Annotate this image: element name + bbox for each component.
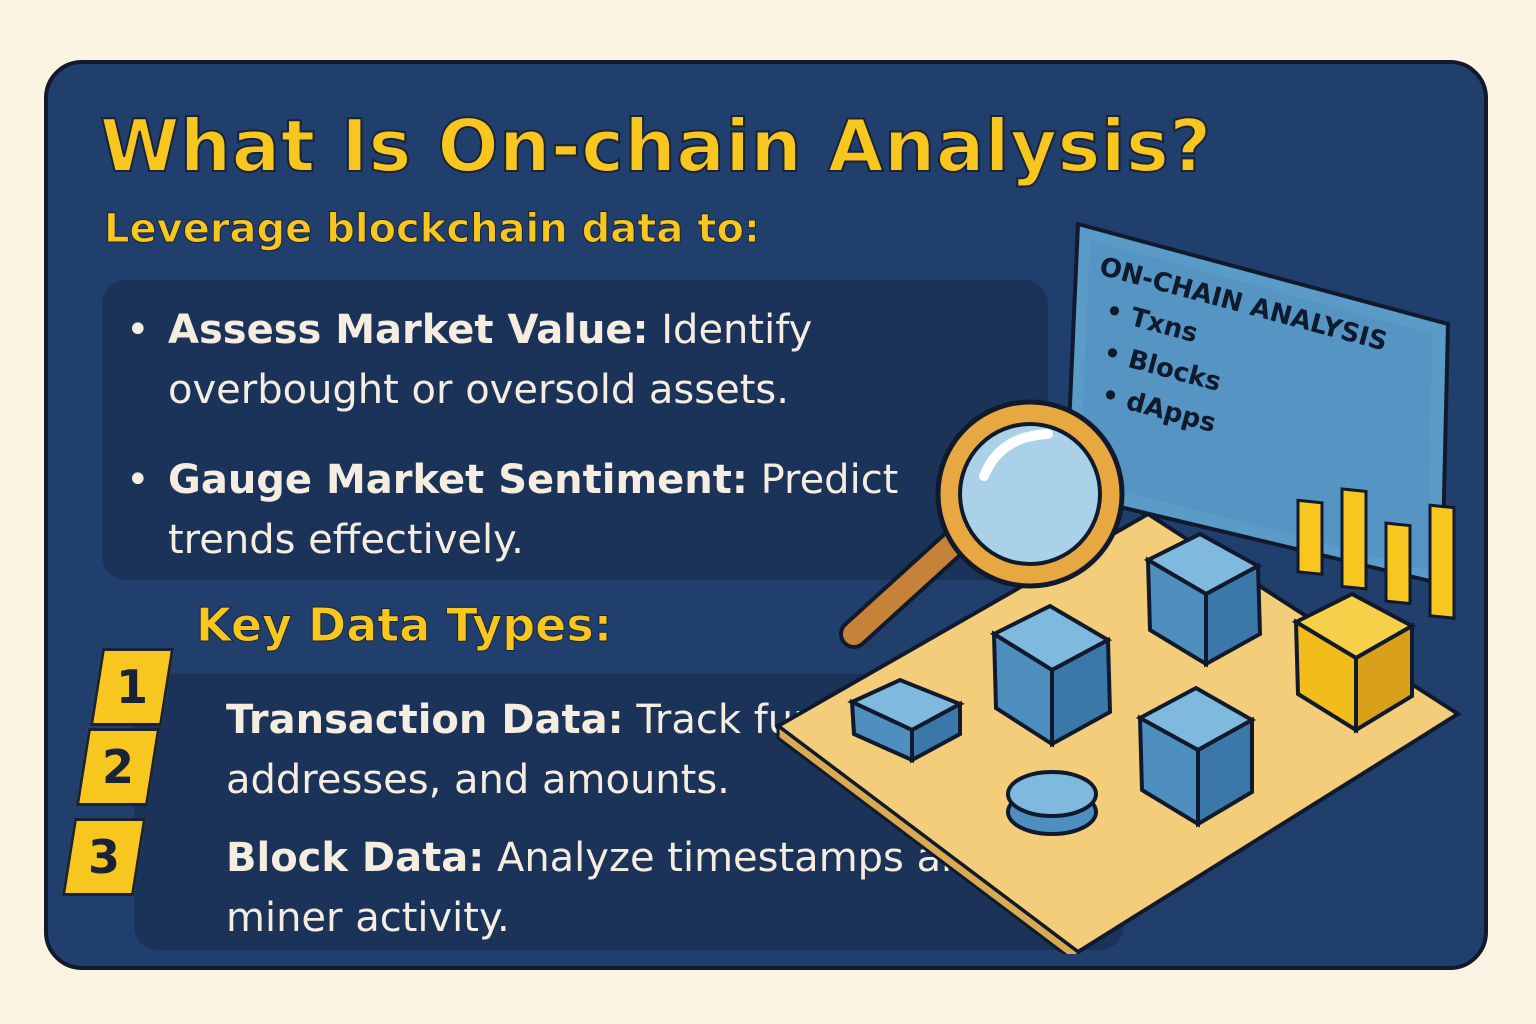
blockchain-illustration: ON-CHAIN ANALYSIS • Txns • Blocks • dApp… [774,221,1462,954]
monitor-bar [1428,503,1456,620]
subtitle: Leverage blockchain data to: [104,206,761,253]
cube-icon [1291,591,1417,734]
benefit-text: Predict trends effectively. [168,457,899,563]
monitor-bar [1296,498,1324,576]
key-data-types-heading: Key Data Types: [195,598,613,653]
coin-icon [1006,770,1098,836]
bullet-icon: • [126,457,150,503]
benefit-text: Identify overbought or oversold assets. [168,307,813,413]
data-type-heading: Block Data: [226,835,485,881]
benefit-item: • Gauge Market Sentiment: Predict trends… [126,450,1026,570]
cube-icon [847,677,965,764]
monitor-bar [1340,487,1368,591]
magnifying-glass-icon [839,399,1125,649]
number-badge-3: 3 [61,818,147,896]
monitor-bar [1384,521,1412,606]
benefit-item: • Assess Market Value: Identify overboug… [126,300,1026,420]
bar-chart-icon [1296,487,1456,620]
cube-icon [989,603,1113,748]
bullet-icon: • [126,307,150,353]
benefit-heading: Assess Market Value: [168,307,649,353]
page-title: What Is On-chain Analysis? [99,103,1212,189]
number-badge-2: 2 [75,728,161,806]
data-type-item: Block Data: Analyze timestamps and miner… [226,828,1066,948]
number-badge-1: 1 [89,648,175,726]
benefit-heading: Gauge Market Sentiment: [168,457,748,503]
benefits-panel [102,280,1048,580]
data-type-text: Analyze timestamps and miner activity. [226,835,992,941]
infographic-card: What Is On-chain Analysis? Leverage bloc… [44,60,1488,970]
analysis-monitor: ON-CHAIN ANALYSIS • Txns • Blocks • dApp… [1063,221,1456,620]
cube-icon [1143,531,1263,668]
data-type-heading: Transaction Data: [226,697,624,743]
cube-icon [1135,685,1257,828]
benefits-list: • Assess Market Value: Identify overboug… [126,300,1026,600]
